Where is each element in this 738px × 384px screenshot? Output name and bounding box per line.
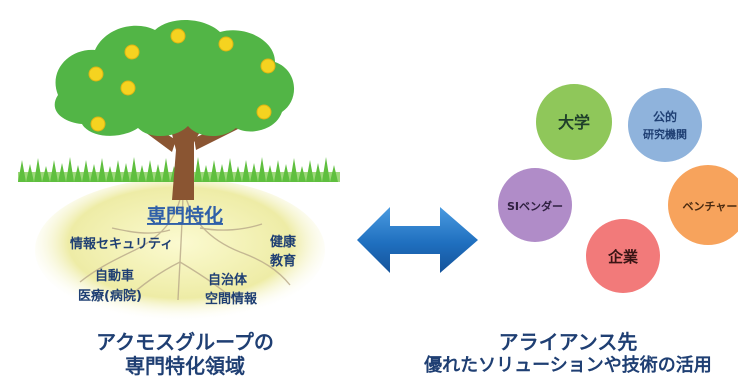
partner-si-vendor: SIベンダー (498, 168, 572, 242)
left-caption-line1: アクモスグループの (96, 330, 274, 354)
domain-label: 医療(病院) (78, 288, 142, 304)
domain-label: 自治体 (208, 272, 248, 288)
partner-label: 公的 (653, 109, 677, 124)
fruit (260, 58, 276, 74)
partner-public-research: 公的 研究機関 (628, 88, 702, 162)
right-caption-line1: アライアンス先 (498, 330, 638, 354)
partner-enterprise: 企業 (586, 219, 660, 293)
partner-university: 大学 (536, 84, 612, 160)
fruit (88, 66, 104, 82)
fruit (124, 44, 140, 60)
partner-bubbles: 大学 公的 研究機関 SIベンダー ベンチャー 企業 (498, 84, 738, 293)
right-caption-line2: 優れたソリューションや技術の活用 (424, 355, 712, 376)
tree-fruits (88, 28, 276, 132)
bidirectional-arrow (357, 207, 478, 273)
partner-label: 企業 (607, 248, 639, 266)
domain-label: 教育 (269, 253, 296, 269)
left-caption: アクモスグループの 専門特化領域 (35, 330, 335, 378)
domain-label: 自動車 (95, 268, 134, 284)
root-title: 専門特化 (147, 204, 223, 227)
partner-venture: ベンチャー (668, 165, 738, 245)
partner-label: SIベンダー (507, 199, 563, 213)
right-caption: アライアンス先 優れたソリューションや技術の活用 (398, 330, 738, 378)
left-caption-line2: 専門特化領域 (125, 354, 245, 378)
domain-label: 情報セキュリティ (70, 236, 173, 252)
fruit (120, 80, 136, 96)
partner-label: 研究機関 (643, 127, 687, 141)
tree-roots (79, 189, 291, 303)
domain-label: 健康 (270, 234, 297, 250)
domain-label: 空間情報 (205, 291, 258, 307)
fruit (218, 36, 234, 52)
tree-foliage (54, 20, 295, 137)
partner-label: 大学 (558, 113, 590, 132)
partner-label: ベンチャー (683, 200, 738, 213)
fruit (256, 104, 272, 120)
fruit (90, 116, 106, 132)
fruit (170, 28, 186, 44)
